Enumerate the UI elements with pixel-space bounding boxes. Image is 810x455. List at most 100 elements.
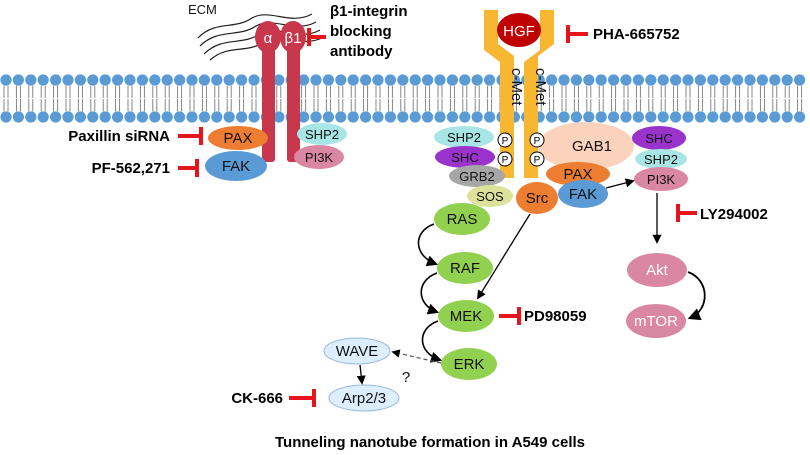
akt-node: [627, 253, 687, 287]
lipid-head: [384, 111, 396, 123]
arrow-akt-mtor: [687, 271, 706, 321]
lipid-head: [198, 74, 210, 86]
diagram-caption: Tunneling nanotube formation in A549 cel…: [275, 434, 585, 451]
phospho-label-1: P: [502, 136, 509, 147]
wave-label: WAVE: [336, 343, 379, 360]
mek-label: MEK: [450, 308, 483, 325]
phospho-site-2: [497, 151, 513, 167]
lipid-head: [434, 74, 446, 86]
lipid-head: [273, 111, 285, 123]
lipid-head: [422, 111, 434, 123]
lipid-head: [310, 74, 322, 86]
lipid-head: [546, 111, 558, 123]
cmet-label-left: c-Met: [508, 68, 525, 106]
lipid-head: [446, 111, 458, 123]
src-label: Src: [526, 190, 549, 207]
integrin-beta1-head: [280, 21, 306, 53]
lipid-head: [223, 74, 235, 86]
lipid-head: [558, 111, 570, 123]
lipid-head: [347, 111, 359, 123]
lipid-head: [74, 111, 86, 123]
shc-node-center: [435, 146, 495, 168]
lipid-head: [124, 111, 136, 123]
lipid-head: [112, 111, 124, 123]
lipid-head: [12, 111, 24, 123]
lipid-head: [645, 74, 657, 86]
pax-label-center: PAX: [564, 166, 593, 183]
lipid-head: [161, 111, 173, 123]
lipid-head: [608, 111, 620, 123]
lipid-head: [620, 111, 632, 123]
pax-node-center: [546, 162, 610, 186]
lipid-head: [310, 111, 322, 123]
hgf-ligand: [497, 13, 541, 47]
grb2-node: [449, 165, 505, 187]
ecm-label: ECM: [188, 2, 217, 17]
inhibitor-ly294002: [676, 204, 697, 222]
arrow-raf-mek: [420, 272, 440, 315]
lipid-head: [620, 74, 632, 86]
lipid-head: [732, 111, 744, 123]
sos-node: [467, 185, 513, 207]
arrow-wave-arp23: [356, 364, 366, 385]
inhibitor-pd98059: [499, 307, 521, 325]
wave-node: [323, 337, 391, 365]
integrin-alpha-head: [255, 21, 281, 53]
lipid-head: [298, 74, 310, 86]
lipid-head: [422, 74, 434, 86]
lipid-head: [149, 74, 161, 86]
lipid-head: [570, 111, 583, 123]
lipid-head: [62, 74, 74, 86]
lipid-head: [670, 111, 682, 123]
lipid-head: [632, 111, 645, 123]
pi3k-label-right: PI3K: [647, 172, 676, 187]
shc-label-right: SHC: [645, 131, 672, 146]
lipid-head: [446, 74, 458, 86]
lipid-head: [397, 111, 409, 123]
lipid-head: [694, 111, 707, 123]
inhibitor-pha-665752: [566, 25, 588, 43]
lipid-head: [62, 111, 74, 123]
lipid-head: [322, 74, 334, 86]
inhibitor-b1-antibody: [307, 28, 326, 46]
arrow-src-mek: [477, 213, 531, 300]
lipid-head: [372, 74, 384, 86]
fak-node-center: [558, 180, 608, 208]
cell-membrane: [0, 74, 806, 123]
lipid-head: [794, 74, 806, 86]
lipid-head: [732, 74, 744, 86]
lipid-head: [434, 111, 446, 123]
integrin-alpha-label: α: [264, 30, 273, 47]
shc-node-right: [632, 126, 686, 150]
arrow-fak-pi3k: [605, 178, 635, 189]
lipid-head: [186, 111, 198, 123]
pax-label-left: PAX: [224, 130, 253, 147]
lipid-head: [583, 74, 595, 86]
lipid-head: [657, 74, 669, 86]
lipid-head: [694, 74, 707, 86]
ras-node: [434, 203, 490, 235]
lipid-head: [186, 74, 198, 86]
lipid-head: [682, 74, 694, 86]
lipid-head: [781, 111, 793, 123]
lipid-head: [0, 74, 12, 86]
pd98059-label: PD98059: [524, 308, 587, 325]
lipid-head: [719, 74, 731, 86]
lipid-head: [50, 111, 62, 123]
lipid-head: [99, 111, 111, 123]
shc-label-center: SHC: [451, 150, 478, 165]
lipid-head: [211, 111, 223, 123]
lipid-head: [298, 111, 310, 123]
lipid-head: [174, 111, 186, 123]
lipid-head: [0, 111, 12, 123]
lipid-head: [397, 74, 409, 86]
fak-label-left: FAK: [222, 158, 250, 175]
erk-label: ERK: [454, 356, 485, 373]
integrin-receptor: α β1: [255, 21, 306, 162]
lipid-head: [744, 74, 756, 86]
lipid-head: [74, 74, 86, 86]
grb2-label: GRB2: [459, 169, 494, 184]
integrin-beta1-label: β1: [285, 30, 302, 47]
lipid-head: [87, 74, 99, 86]
